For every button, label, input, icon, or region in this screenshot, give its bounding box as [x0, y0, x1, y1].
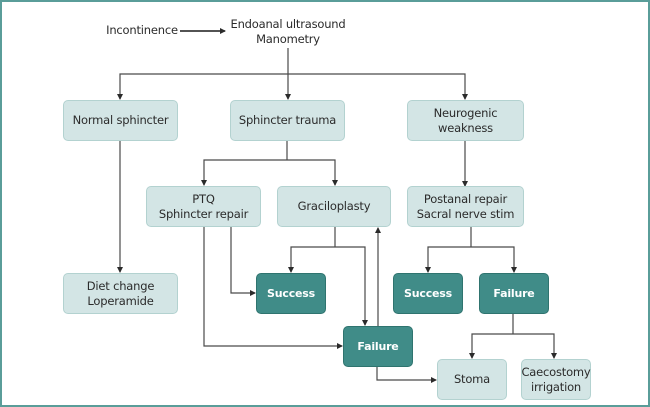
node-sphincter-trauma: Sphincter trauma — [230, 100, 345, 141]
connector-gracil-to-success — [288, 246, 335, 273]
connector-failure-to-caecostomy — [513, 333, 557, 359]
connector-top-split-right — [288, 73, 468, 100]
node-success-right: Success — [393, 273, 463, 314]
connector-ptq-to-failure — [203, 227, 343, 349]
connector-ptq-to-success — [230, 227, 256, 296]
node-failure-left: Failure — [343, 326, 413, 367]
node-caecostomy-irrigation: Caecostomy irrigation — [521, 359, 591, 400]
connector-top-split-left — [117, 73, 288, 100]
connector-trauma-to-gracil — [287, 159, 338, 186]
node-graciloplasty: Graciloplasty — [277, 186, 391, 227]
connector-trauma-to-ptq — [201, 159, 287, 186]
node-failure-right: Failure — [479, 273, 549, 314]
connector-gracil-to-failure — [335, 246, 368, 326]
connector-postanal-to-failure — [471, 246, 517, 273]
node-stoma: Stoma — [437, 359, 507, 400]
node-postanal-repair: Postanal repair Sacral nerve stim — [407, 186, 524, 227]
connector-postanal-to-success — [425, 246, 471, 273]
node-diet-change: Diet change Loperamide — [63, 273, 178, 314]
incontinence-label: Incontinence — [106, 23, 178, 37]
node-normal-sphincter: Normal sphincter — [63, 100, 178, 141]
connector-failure-to-stoma-right — [469, 333, 513, 359]
node-neurogenic-weakness: Neurogenic weakness — [407, 100, 524, 141]
connector-failure-to-stoma — [376, 367, 437, 383]
investigation-label: Endoanal ultrasound Manometry — [230, 17, 346, 46]
node-success-left: Success — [256, 273, 326, 314]
node-ptq-sphincter-repair: PTQ Sphincter repair — [146, 186, 261, 227]
